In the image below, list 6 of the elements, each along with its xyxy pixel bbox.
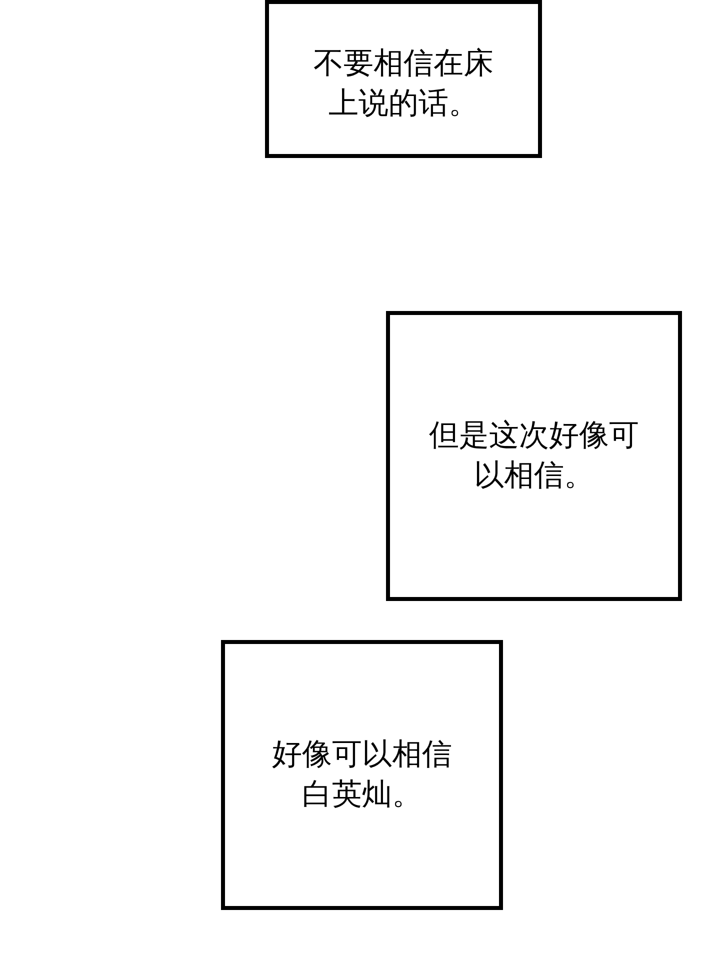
caption-panel — [221, 640, 503, 910]
caption-panel — [386, 311, 682, 601]
caption-text: 但是这次好像可以相信。 — [428, 417, 640, 495]
caption-text: 不要相信在床上说的话。 — [312, 45, 494, 123]
caption-panel — [265, 0, 542, 158]
caption-text: 好像可以相信白英灿。 — [271, 736, 453, 814]
